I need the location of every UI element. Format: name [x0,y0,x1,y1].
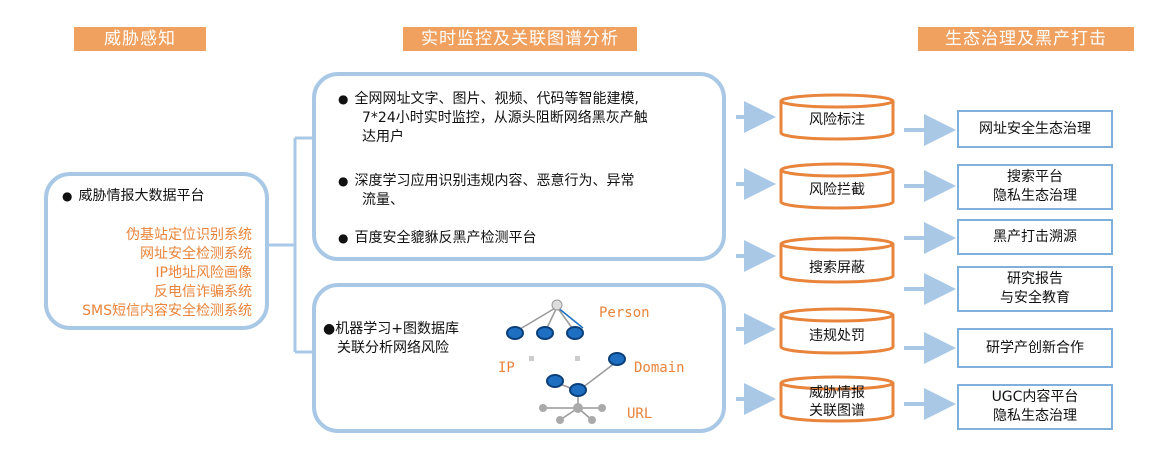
bullet-dot: ● [338,92,349,106]
graph-node [536,326,554,340]
monitoring-bullet-3: ● 百度安全貔貅反黑产检测平台 [338,229,536,248]
graph-label-person: Person [599,305,650,321]
outcome-blackmarket-tracing: 黑产打击溯源 [957,219,1113,255]
cylinder-label: 违规处罚 [809,328,865,344]
url-node [598,404,606,412]
cylinder-label: 关联图谱 [809,403,865,419]
outcome-label: 网址安全生态治理 [979,120,1091,137]
system-list: 伪基站定位识别系统 网址安全检测系统 IP地址风险画像 反电信诈骗系统 SMS短… [48,226,252,321]
url-node [539,404,547,412]
monitoring-panel [312,72,726,261]
outcome-label: 搜索平台 [1007,169,1063,185]
cylinder-risk-labeling: 风险标注 [778,93,896,141]
cylinder-risk-blocking: 风险拦截 [778,162,896,210]
graph-label-url: URL [627,406,653,422]
bracket-connector [268,136,312,354]
bullet-1-line: 达用户 [362,129,404,145]
outcome-label: 隐私生态治理 [993,188,1077,204]
outcome-url-governance: 网址安全生态治理 [957,110,1113,148]
person-node [551,299,563,311]
graph-node [569,383,587,397]
graph-analysis-text: ●机器学习+图数据库 关联分析网络风险 [323,320,459,358]
header-threat-perception: 威胁感知 [74,27,206,51]
monitoring-bullet-1: ● 全网网址文字、图片、视频、代码等智能建模, 7*24小时实时监控，从源头阻断网… [338,90,648,147]
outcome-industry-cooperation: 研学产创新合作 [957,328,1113,368]
cylinder-label: 风险标注 [809,112,865,128]
bullet-dot: ● [338,174,349,188]
bullet-2-line: 流量、 [362,192,404,208]
ip-mark [575,356,580,361]
relation-graph [506,299,626,424]
graph-text-line: 关联分析网络风险 [337,340,449,356]
graph-node [566,326,584,340]
outcome-label: 黑产打击溯源 [993,228,1077,245]
bullet-2-line: 深度学习应用识别违规内容、恶意行为、异常 [354,173,635,189]
bullet-dot: ● [338,231,349,245]
outcome-label: 研究报告 [1007,271,1063,287]
cylinder-search-shielding: 搜索屏蔽 [778,236,896,284]
system-item: SMS短信内容安全检测系统 [82,303,252,319]
cylinder-label: 风险拦截 [809,182,865,198]
monitoring-bullet-2: ● 深度学习应用识别违规内容、恶意行为、异常 流量、 [338,172,634,210]
bullet-1-line: 全网网址文字、图片、视频、代码等智能建模, [354,91,639,107]
header-governance: 生态治理及黑产打击 [918,27,1134,51]
system-item: 反电信诈骗系统 [154,284,252,300]
bullet-dot: ● [62,189,73,203]
outcome-ugc-privacy: UGC内容平台 隐私生态治理 [957,384,1113,430]
graph-node [546,374,564,388]
bullet-3-text: 百度安全貔貅反黑产检测平台 [354,230,537,246]
threat-intel-title-text: 威胁情报大数据平台 [78,188,205,204]
header-monitoring: 实时监控及关联图谱分析 [403,27,637,51]
outcome-label: 研学产创新合作 [986,339,1084,356]
system-item: IP地址风险画像 [155,265,252,281]
system-item: 网址安全检测系统 [140,246,252,262]
threat-intel-panel [44,172,269,330]
outcome-label: 隐私生态治理 [993,408,1077,424]
bullet-1-line: 7*24小时实时监控，从源头阻断网络黑灰产触 [362,110,648,126]
cylinder-label: 威胁情报 [809,385,865,401]
graph-label-domain: Domain [634,360,685,376]
graph-node [608,352,626,366]
graph-node [506,326,524,340]
graph-label-ip: IP [498,360,515,376]
system-item: 伪基站定位识别系统 [126,227,252,243]
threat-intel-title: ● 威胁情报大数据平台 [62,187,204,206]
outcome-research-education: 研究报告 与安全教育 [957,266,1113,312]
cylinder-threat-graph: 威胁情报 关联图谱 [778,375,896,423]
ip-mark [529,356,534,361]
outcome-label: UGC内容平台 [991,389,1079,405]
graph-text-line: ●机器学习+图数据库 [323,321,459,337]
cylinder-label: 搜索屏蔽 [809,260,865,276]
url-node [573,403,583,413]
graph-analysis-panel [312,283,726,433]
outcome-search-privacy: 搜索平台 隐私生态治理 [957,164,1113,210]
cylinder-violation-penalty: 违规处罚 [778,307,896,355]
url-node [556,416,564,424]
outcome-label: 与安全教育 [1000,290,1070,306]
url-node [588,416,596,424]
